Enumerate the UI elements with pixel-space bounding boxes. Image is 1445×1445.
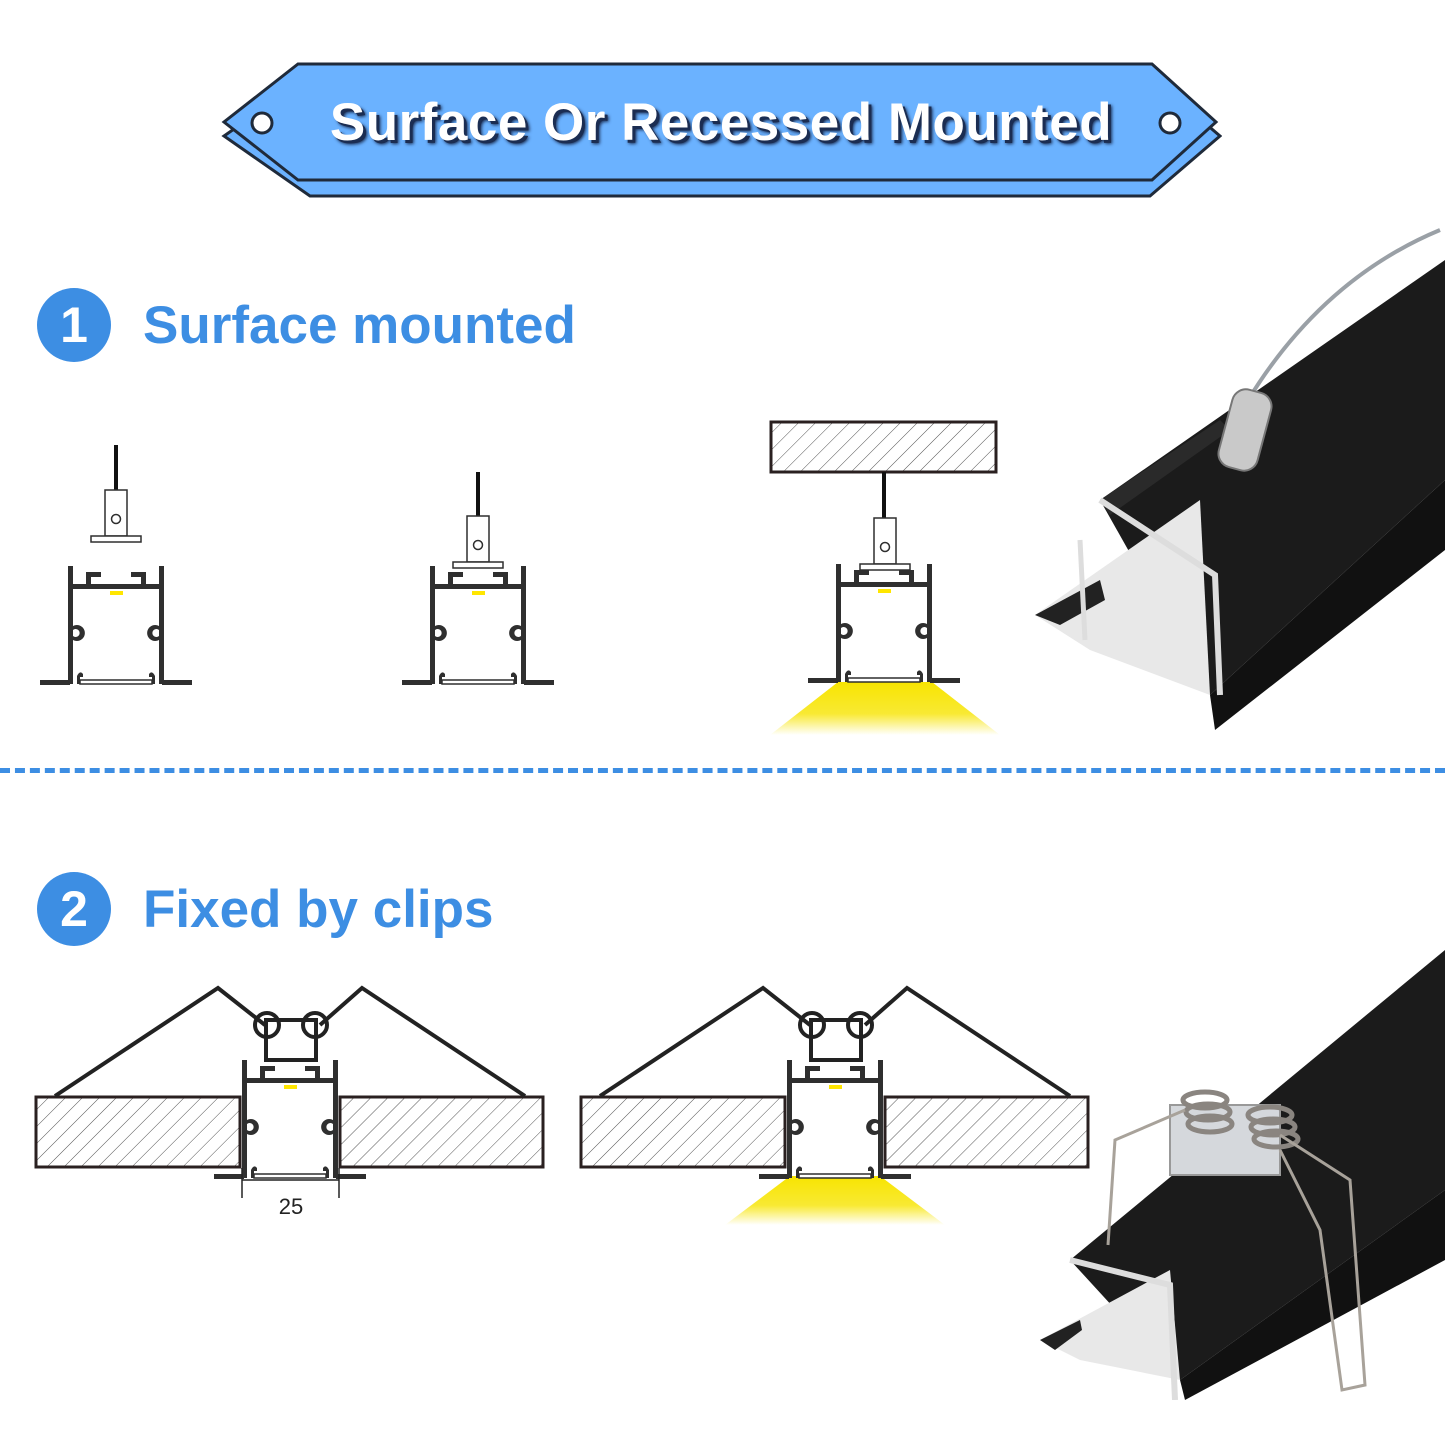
- dimension-label: 25: [279, 1194, 303, 1219]
- banner-rivet-right: [1158, 111, 1182, 135]
- section-number-badge: 1: [37, 288, 111, 362]
- ceiling-board-left: [34, 1095, 242, 1169]
- aluminium-profile: [807, 563, 961, 684]
- spring-clip-left: [53, 985, 267, 1098]
- diagram-clip-install-dimension: 25: [34, 985, 545, 1219]
- section-1-header: 1 Surface mounted: [37, 288, 576, 362]
- spring-clip-left: [598, 985, 812, 1098]
- spring-clip-right: [318, 985, 527, 1098]
- cylinder-connector: [1217, 388, 1273, 472]
- section-number-badge: 2: [37, 872, 111, 946]
- ceiling-board-right: [883, 1095, 1090, 1169]
- section-title: Fixed by clips: [143, 879, 494, 939]
- title-banner: Surface Or Recessed Mounted: [220, 62, 1223, 200]
- section-divider: [0, 768, 1445, 773]
- banner-rivet-left: [250, 111, 274, 135]
- product-photo-clips: [1040, 950, 1445, 1400]
- aluminium-profile: [39, 565, 193, 686]
- suspension-bracket: [90, 489, 142, 543]
- product-photo-suspended: [1035, 228, 1445, 730]
- ceiling-board-left: [579, 1095, 787, 1169]
- diagram-ceiling-suspended: [769, 420, 1000, 735]
- ceiling-slab: [769, 420, 998, 474]
- spring-coils: [1180, 1089, 1301, 1150]
- section-2-header: 2 Fixed by clips: [37, 872, 494, 946]
- diagram-bracket-detached: [39, 445, 193, 686]
- suspension-bracket: [452, 515, 504, 569]
- spring-wire-right: [1278, 1133, 1367, 1392]
- steel-wire: [1243, 228, 1441, 407]
- suspension-bracket: [859, 517, 911, 571]
- spring-clip-right: [863, 985, 1072, 1098]
- light-beam: [770, 682, 1000, 735]
- spring-wire-left: [1106, 1108, 1186, 1246]
- banner-shape: [221, 62, 1223, 198]
- diagram-bracket-inserted: [401, 472, 555, 686]
- diagram-clip-install-light: [579, 985, 1090, 1225]
- aluminium-profile: [401, 565, 555, 686]
- banner-title: Surface Or Recessed Mounted: [329, 92, 1113, 152]
- light-beam: [725, 1176, 945, 1225]
- section-title: Surface mounted: [143, 295, 576, 355]
- ceiling-board-right: [338, 1095, 545, 1169]
